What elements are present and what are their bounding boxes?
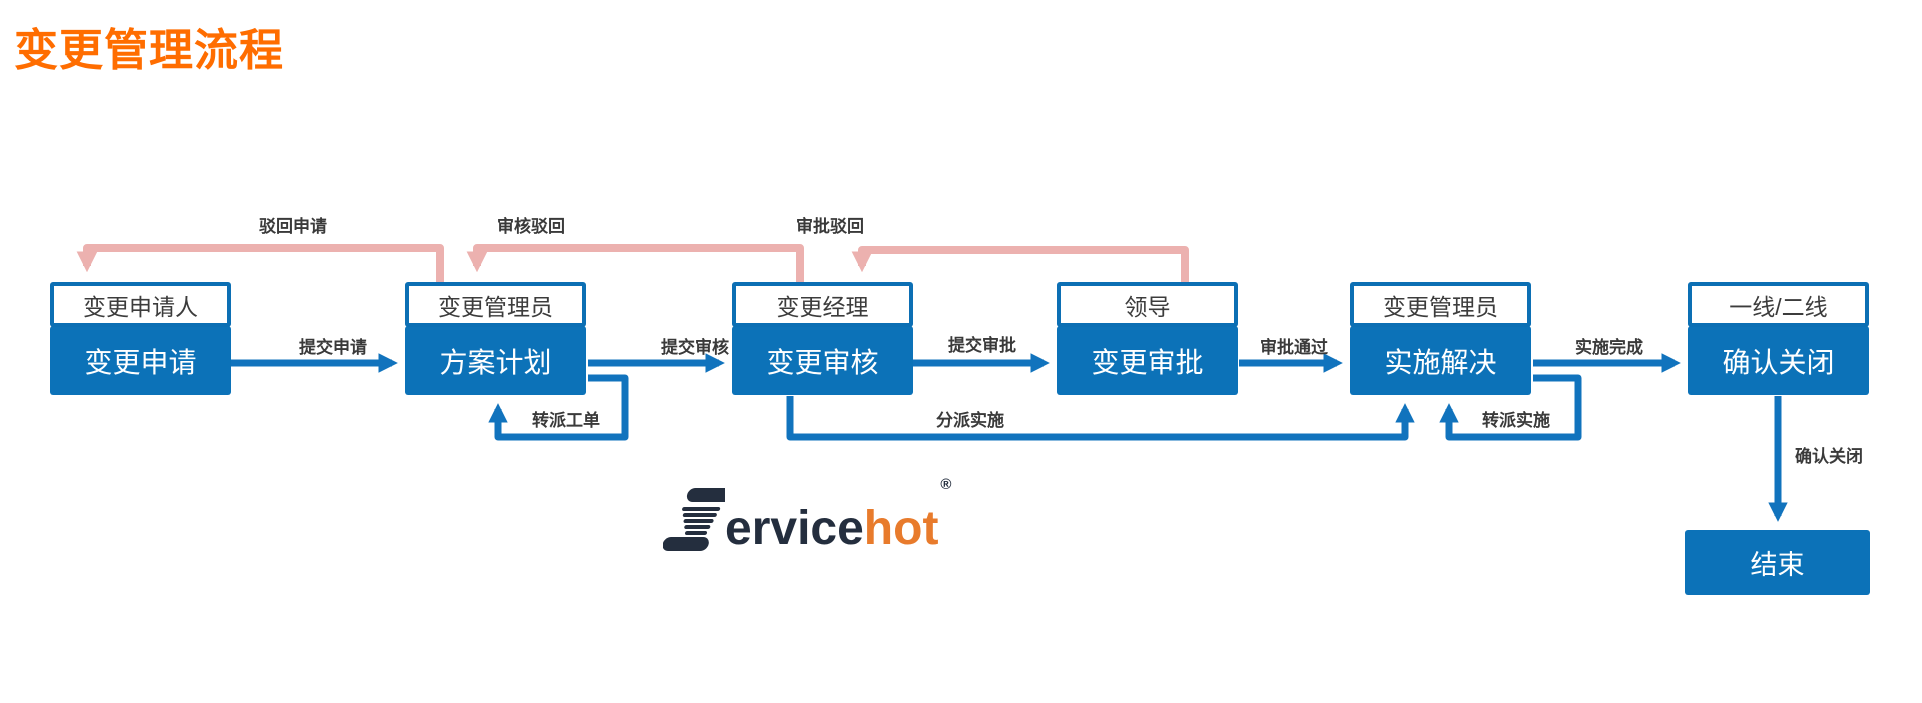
- label-submit-approval: 提交审批: [948, 336, 1016, 355]
- logo-text-dark: ervice: [725, 502, 864, 556]
- stage-role: 变更申请人: [50, 282, 231, 327]
- stage-role: 变更经理: [732, 282, 913, 327]
- stage-step: 变更审批: [1057, 326, 1238, 395]
- label-submit-review: 提交审核: [661, 338, 729, 357]
- wire-loop-transfer-ticket: [488, 374, 629, 441]
- label-approval-passed: 审批通过: [1260, 338, 1328, 357]
- label-approve-reject: 审批驳回: [796, 217, 864, 236]
- stage-step: 变更审核: [732, 326, 913, 395]
- stage-review: 变更经理 变更审核: [732, 282, 913, 395]
- stage-step: 变更申请: [50, 326, 231, 395]
- stage-role: 变更管理员: [1350, 282, 1531, 327]
- stage-role: 领导: [1057, 282, 1238, 327]
- stage-step: 实施解决: [1350, 326, 1531, 395]
- page-title: 变更管理流程: [14, 26, 284, 75]
- stage-confirm-close: 一线/二线 确认关闭: [1688, 282, 1869, 395]
- label-review-reject: 审核驳回: [497, 217, 565, 236]
- stage-step: 方案计划: [405, 326, 586, 395]
- stage-role: 一线/二线: [1688, 282, 1869, 327]
- end-node: 结束: [1685, 530, 1870, 595]
- stage-change-request: 变更申请人 变更申请: [50, 282, 231, 395]
- label-reject-request: 驳回申请: [259, 217, 327, 236]
- stage-approval: 领导 变更审批: [1057, 282, 1238, 395]
- wire-dispatch-implementation: [786, 396, 1415, 441]
- label-dispatch-implementation: 分派实施: [936, 411, 1004, 430]
- return-wire-review-reject: [466, 244, 804, 282]
- stage-role: 变更管理员: [405, 282, 586, 327]
- stage-plan: 变更管理员 方案计划: [405, 282, 586, 395]
- logo-text-accent: hot: [863, 502, 939, 556]
- registered-trademark-icon: ®: [940, 476, 952, 494]
- label-transfer-implementation: 转派实施: [1482, 411, 1550, 430]
- return-wire-reject-request: [76, 244, 444, 282]
- stage-implementation: 变更管理员 实施解决: [1350, 282, 1531, 395]
- label-submit-request: 提交申请: [299, 338, 367, 357]
- label-implement-done: 实施完成: [1575, 338, 1643, 357]
- servicehot-logo-s-icon: [663, 488, 725, 551]
- stage-step: 确认关闭: [1688, 326, 1869, 395]
- servicehot-logo: ervicehot®: [663, 477, 951, 553]
- return-wire-approve-reject: [851, 246, 1189, 282]
- servicehot-logo-text: ervicehot®: [725, 477, 951, 553]
- wire-loop-transfer-implementation: [1439, 374, 1582, 441]
- label-transfer-ticket: 转派工单: [532, 411, 600, 430]
- label-confirm-close: 确认关闭: [1795, 447, 1863, 466]
